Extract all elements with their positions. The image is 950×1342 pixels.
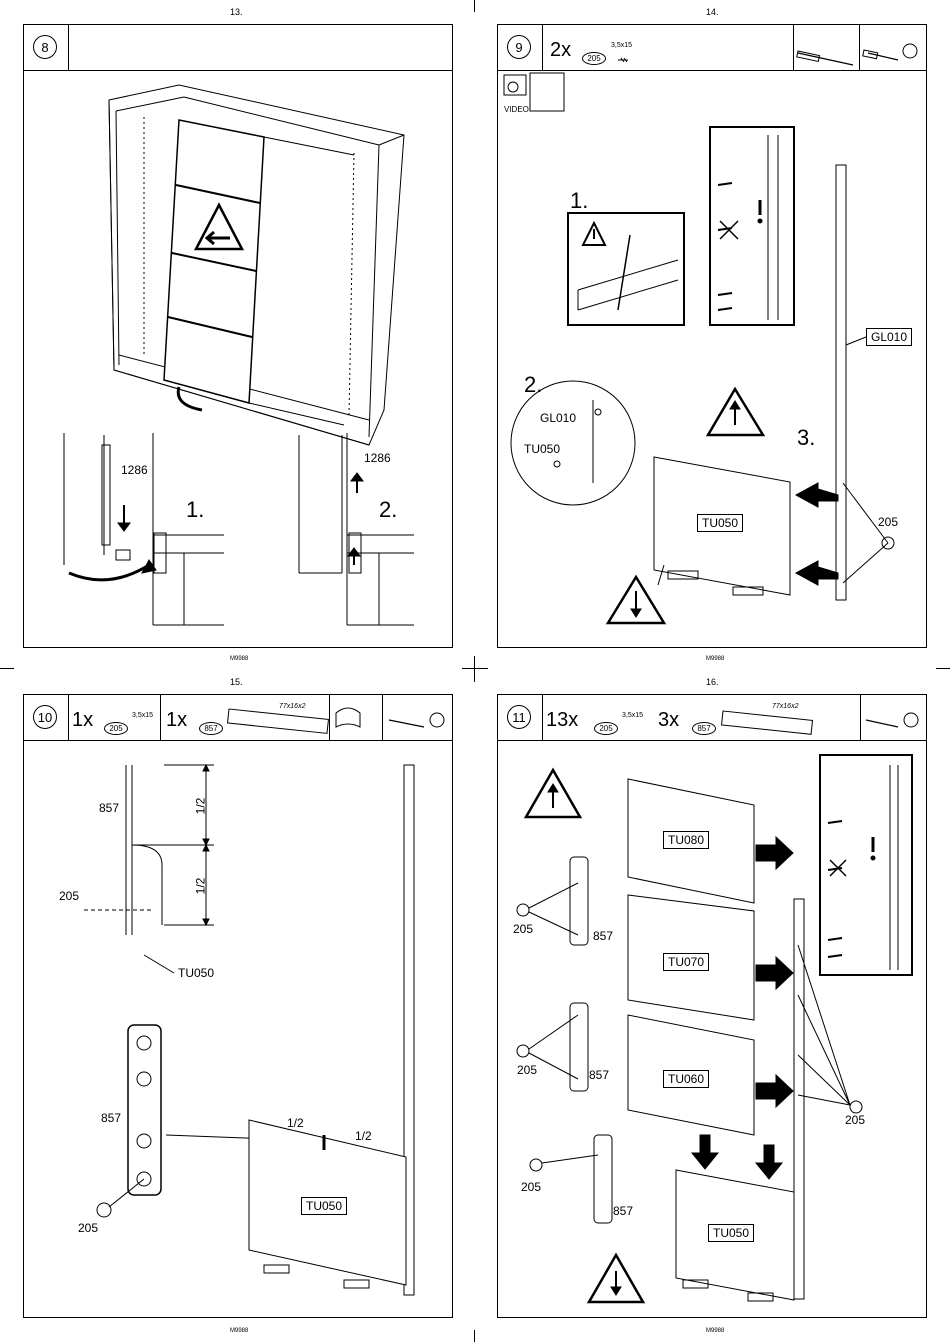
bracket-label-857-2: 857 bbox=[589, 1068, 609, 1082]
bracket-label-857-big: 857 bbox=[101, 1111, 121, 1125]
dimension-half-left: 1/2 bbox=[287, 1116, 304, 1130]
crop-mark bbox=[474, 0, 475, 12]
page-number-16: 16. bbox=[706, 677, 719, 687]
page-number-13: 13. bbox=[230, 7, 243, 17]
dimension-half-bottom: 1/2 bbox=[193, 878, 207, 895]
step-8-panel: 8 bbox=[23, 24, 453, 648]
dimension-half-top: 1/2 bbox=[193, 798, 207, 815]
screw-label-205: 205 bbox=[878, 515, 898, 529]
screw-label-205-2: 205 bbox=[517, 1063, 537, 1077]
part-label-1286-right: 1286 bbox=[364, 451, 391, 465]
zoom-label-tu050: TU050 bbox=[524, 442, 560, 456]
page-number-15: 15. bbox=[230, 677, 243, 687]
footer-code-16: M9988 bbox=[706, 1328, 724, 1334]
screw-label-205-right: 205 bbox=[845, 1113, 865, 1127]
video-label: VIDEO bbox=[504, 105, 529, 114]
screw-label-205: 205 bbox=[59, 889, 79, 903]
wardrobe-door-illustration bbox=[24, 25, 454, 649]
panel-label-tu060: TU060 bbox=[663, 1070, 709, 1088]
screw-label-205-3: 205 bbox=[521, 1180, 541, 1194]
footer-code-15: M9988 bbox=[230, 1328, 248, 1334]
rail-label-gl010: GL010 bbox=[866, 328, 912, 346]
footer-code-13: M9988 bbox=[230, 656, 248, 662]
step-10-panel: 10 1x 205 3,5x15 1x 857 77x16x2 bbox=[23, 694, 453, 1318]
crop-mark bbox=[936, 668, 950, 669]
part-label-1286-left: 1286 bbox=[121, 463, 148, 477]
page-number-14: 14. bbox=[706, 7, 719, 17]
step-9-panel: 9 2x 205 3,5x15 bbox=[497, 24, 927, 648]
panel-label-tu050: TU050 bbox=[301, 1197, 347, 1215]
crop-mark bbox=[462, 668, 488, 669]
sub-step-2: 2. bbox=[524, 372, 542, 398]
step-11-panel: 11 13x 205 3,5x15 3x 857 77x16x2 bbox=[497, 694, 927, 1318]
step-9-illustration bbox=[498, 25, 928, 649]
panel-label-tu070: TU070 bbox=[663, 953, 709, 971]
sub-step-1: 1. bbox=[570, 188, 588, 214]
bracket-label-857-1: 857 bbox=[593, 929, 613, 943]
screw-label-205-1: 205 bbox=[513, 922, 533, 936]
panel-label-tu080: TU080 bbox=[663, 831, 709, 849]
crop-mark bbox=[474, 656, 475, 682]
crop-mark bbox=[0, 668, 14, 669]
crop-mark bbox=[474, 1330, 475, 1342]
screw-label-205-big: 205 bbox=[78, 1221, 98, 1235]
panel-label-tu050: TU050 bbox=[697, 514, 743, 532]
panel-label-tu050-top: TU050 bbox=[178, 966, 214, 980]
zoom-label-gl010: GL010 bbox=[540, 411, 576, 425]
panel-label-tu050: TU050 bbox=[708, 1224, 754, 1242]
dimension-half-right: 1/2 bbox=[355, 1129, 372, 1143]
footer-code-14: M9988 bbox=[706, 656, 724, 662]
sub-step-3: 3. bbox=[797, 425, 815, 451]
bracket-label-857-3: 857 bbox=[613, 1204, 633, 1218]
sub-step-2: 2. bbox=[379, 497, 397, 523]
sub-step-1: 1. bbox=[186, 497, 204, 523]
bracket-label-857: 857 bbox=[99, 801, 119, 815]
